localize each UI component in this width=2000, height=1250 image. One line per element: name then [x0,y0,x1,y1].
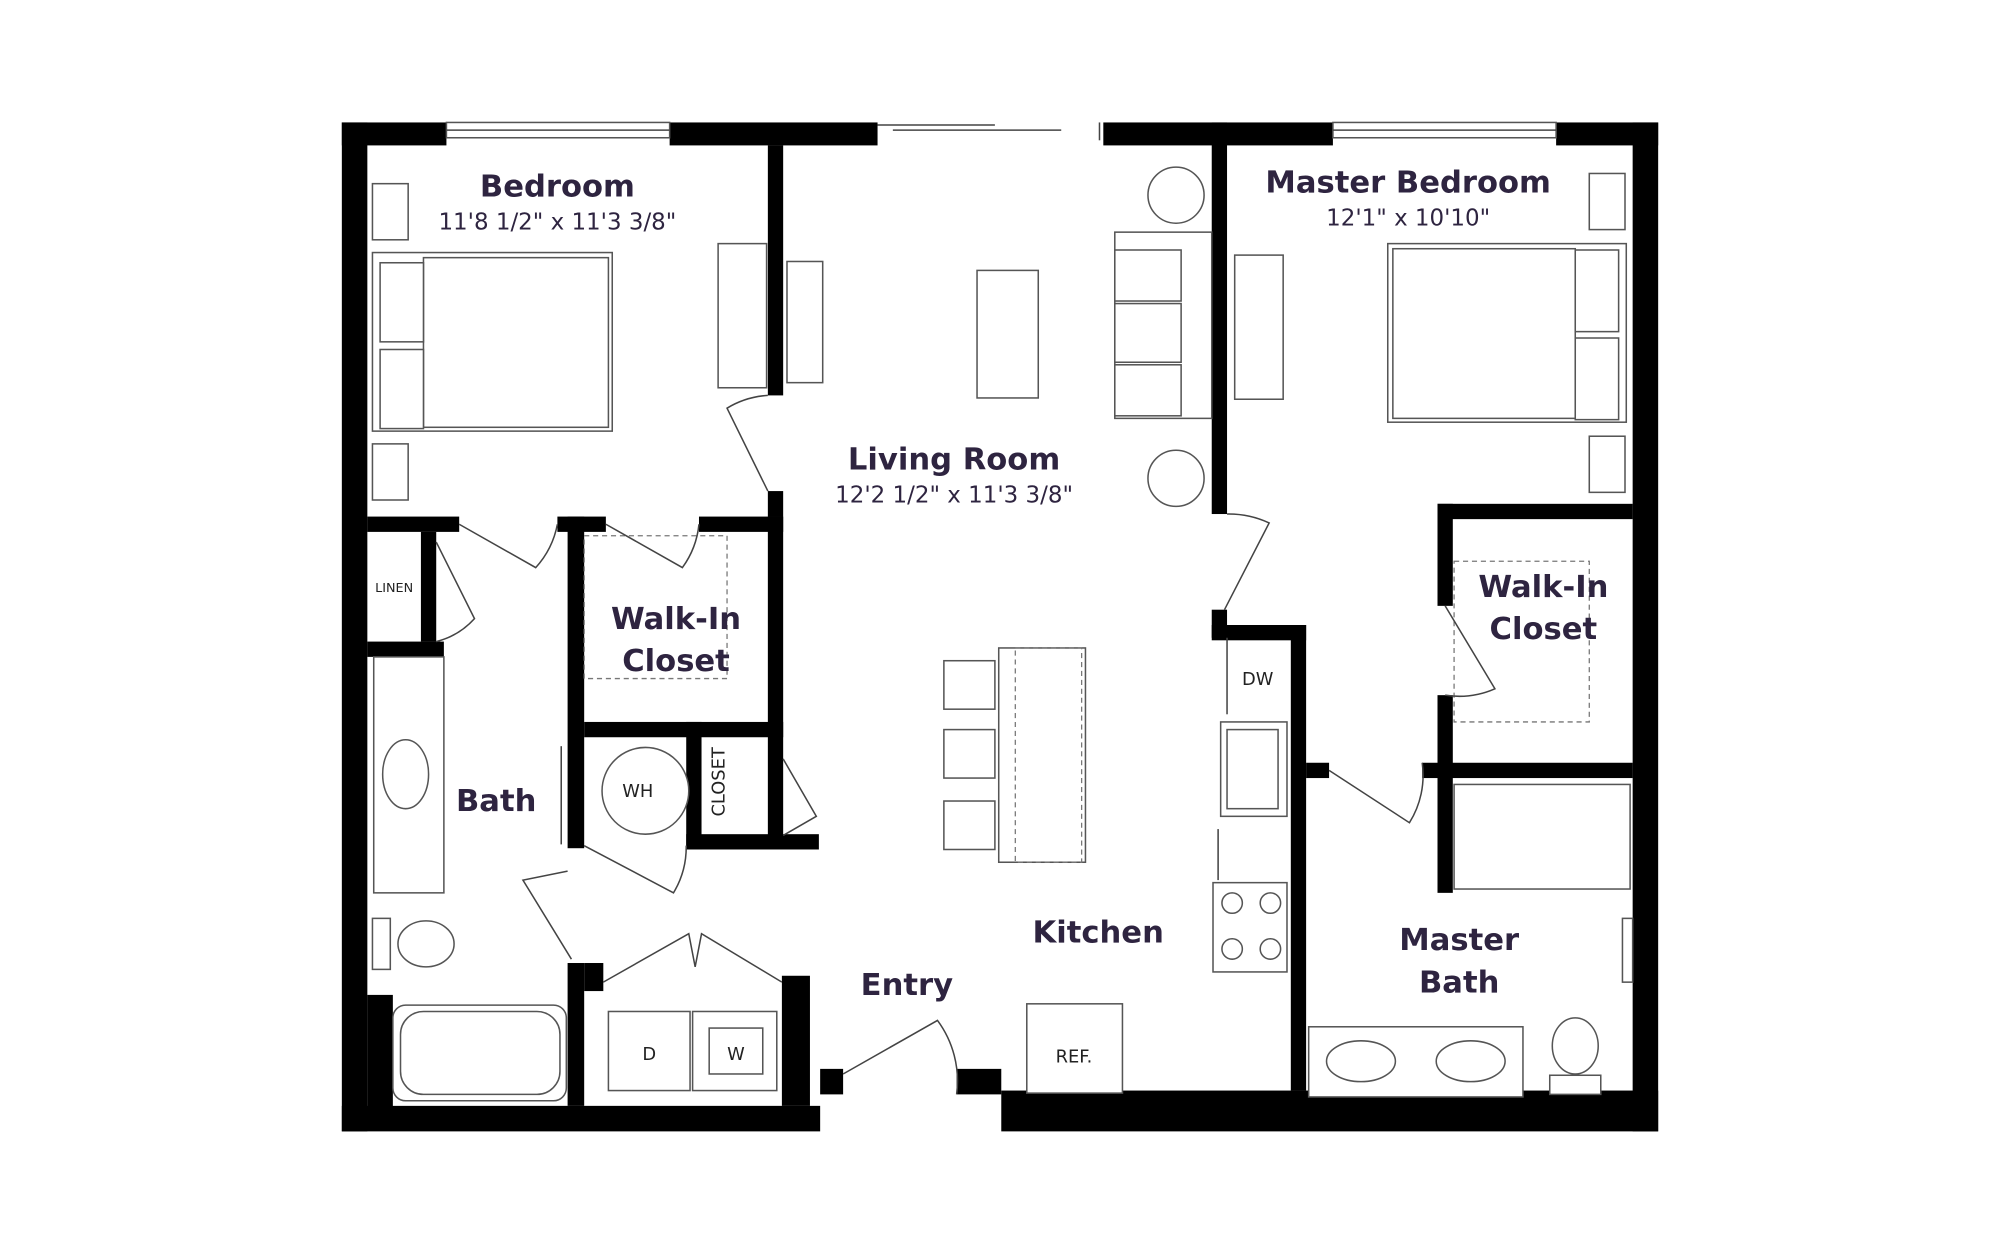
bedroom-dimensions: 11'8 1/2" x 11'3 3/8" [438,210,676,236]
master-walk-in-closet-label: Closet [1490,612,1598,647]
windows [445,121,1557,141]
refrigerator-label: REF. [1056,1047,1093,1068]
kitchen-label: Kitchen [1033,916,1164,951]
washer-label: W [727,1044,745,1065]
walk-in-closet-label: Closet [622,644,730,679]
master-bedroom-label: Master Bedroom [1265,166,1551,201]
living-room-label: Living Room [848,442,1060,477]
water-heater-label: WH [622,781,653,802]
dryer-label: D [642,1044,656,1065]
bedroom-label: Bedroom [480,169,635,204]
bath-label: Bath [456,784,536,819]
master-bath-label: Bath [1419,965,1499,1000]
walk-in-closet-label: Walk-In [611,602,741,637]
master-walk-in-closet-label: Walk-In [1478,570,1608,605]
walls [341,122,1659,1132]
entry-label: Entry [861,968,953,1003]
closet-label: CLOSET [708,747,729,816]
linen-label: LINEN [375,581,413,596]
master-bath-label: Master [1399,923,1519,958]
doors [435,394,1634,1095]
living-room-dimensions: 12'2 1/2" x 11'3 3/8" [835,483,1073,509]
master-bedroom-dimensions: 12'1" x 10'10" [1326,206,1490,232]
dishwasher-label: DW [1242,669,1274,690]
furniture [371,166,1631,1102]
